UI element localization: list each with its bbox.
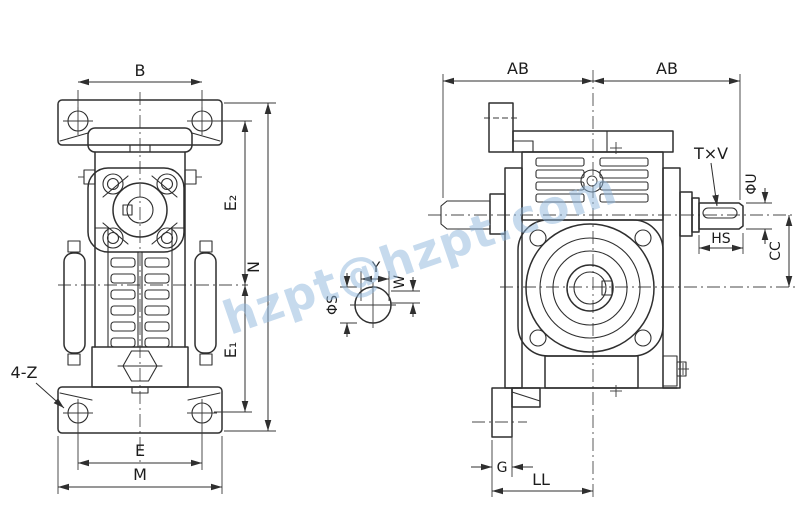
dimension-Y: Y — [360, 260, 390, 301]
side-view-dimensions: AB AB T×V ΦU HS CC — [442, 59, 793, 497]
dimension-N: N — [224, 102, 276, 432]
dim-Y-label: Y — [371, 260, 381, 276]
output-bore — [573, 271, 607, 305]
dim-LL-label: LL — [532, 470, 550, 489]
output-bore-keyway — [601, 280, 613, 296]
dimension-CC: CC — [768, 215, 793, 287]
dimension-M: M — [57, 436, 223, 494]
top-mounting-flange — [57, 99, 223, 153]
dimension-AB-left: AB — [442, 59, 593, 198]
input-shaft-bore — [126, 196, 154, 224]
dimension-HS: HS — [698, 231, 744, 254]
dim-M-label: M — [133, 465, 147, 484]
front-view-dimensions: B E₂ E₁ N E M — [11, 61, 276, 494]
dimension-LL: LL — [492, 470, 593, 495]
dim-HS-label: HS — [711, 231, 731, 247]
flange-bolt — [102, 227, 124, 249]
dim-CC-label: CC — [768, 241, 784, 261]
dim-E1-label: E₁ — [221, 342, 240, 359]
front-view — [57, 92, 248, 462]
dim-B-label: B — [135, 61, 146, 80]
output-flange-face — [517, 219, 664, 357]
callout-4Z: 4-Z — [11, 363, 65, 409]
input-bore-keyway — [122, 204, 133, 216]
watermark: hzpt@hzpt.com — [216, 160, 623, 345]
dim-AB-left-label: AB — [507, 59, 529, 78]
center-boss — [580, 169, 604, 193]
dimension-E: E — [77, 427, 203, 470]
right-wall — [662, 167, 681, 389]
side-view — [428, 70, 795, 500]
bottom-flange-hole-left — [63, 399, 93, 427]
clamp-bolt-right — [184, 169, 197, 185]
input-worm-shaft — [440, 200, 491, 230]
output-bore-outer — [566, 264, 614, 312]
output-side-shaft — [662, 167, 744, 389]
holes-callout-label: 4-Z — [11, 363, 38, 382]
housing-top — [484, 102, 674, 154]
flange-bolt — [156, 173, 178, 195]
bottom-mounting-flange — [57, 386, 223, 434]
dim-phiU-label: ΦU — [744, 173, 760, 194]
dim-N-label: N — [244, 261, 263, 273]
shaft-end — [698, 202, 744, 230]
dim-G-label: G — [497, 460, 508, 476]
dim-E2-label: E₂ — [221, 195, 240, 212]
input-flange — [87, 167, 185, 253]
dimension-G: G — [471, 410, 533, 497]
dim-W-label: W — [392, 275, 408, 289]
housing-bottom — [491, 355, 689, 438]
dim-phiS-label: ΦS — [325, 295, 341, 315]
dimension-W: W — [391, 275, 420, 317]
input-boss-circle — [112, 182, 168, 238]
mounting-foot — [491, 387, 513, 438]
side-ear-left — [63, 252, 86, 354]
dim-E-label: E — [135, 441, 145, 460]
flange-corner-hole — [529, 229, 547, 247]
shaft-keyway-slot — [702, 207, 738, 219]
dimension-phiU: ΦU — [744, 173, 772, 244]
flange-corner-hole — [634, 329, 652, 347]
flange-bolt — [102, 173, 124, 195]
dimension-E2: E₂ — [214, 120, 252, 285]
flange-corner-hole — [529, 329, 547, 347]
bottom-flange-hole-right — [187, 399, 217, 427]
dim-AB-right-label: AB — [656, 59, 678, 78]
callout-TxV: T×V — [693, 144, 728, 207]
flange-corner-hole — [634, 229, 652, 247]
cooling-fins — [110, 251, 170, 348]
vent-block — [488, 102, 514, 153]
key-callout-label: T×V — [693, 144, 728, 163]
housing-body — [63, 151, 217, 366]
shaft-section-detail: Y W ΦS — [325, 260, 420, 337]
right-bearing-cap — [679, 191, 693, 237]
dimension-E1: E₁ — [214, 285, 252, 413]
dimension-AB-right: AB — [593, 59, 741, 200]
dimension-B: B — [77, 61, 203, 112]
dimension-phiS: ΦS — [325, 273, 357, 337]
flange-bolt — [156, 227, 178, 249]
side-ear-right — [194, 252, 217, 354]
